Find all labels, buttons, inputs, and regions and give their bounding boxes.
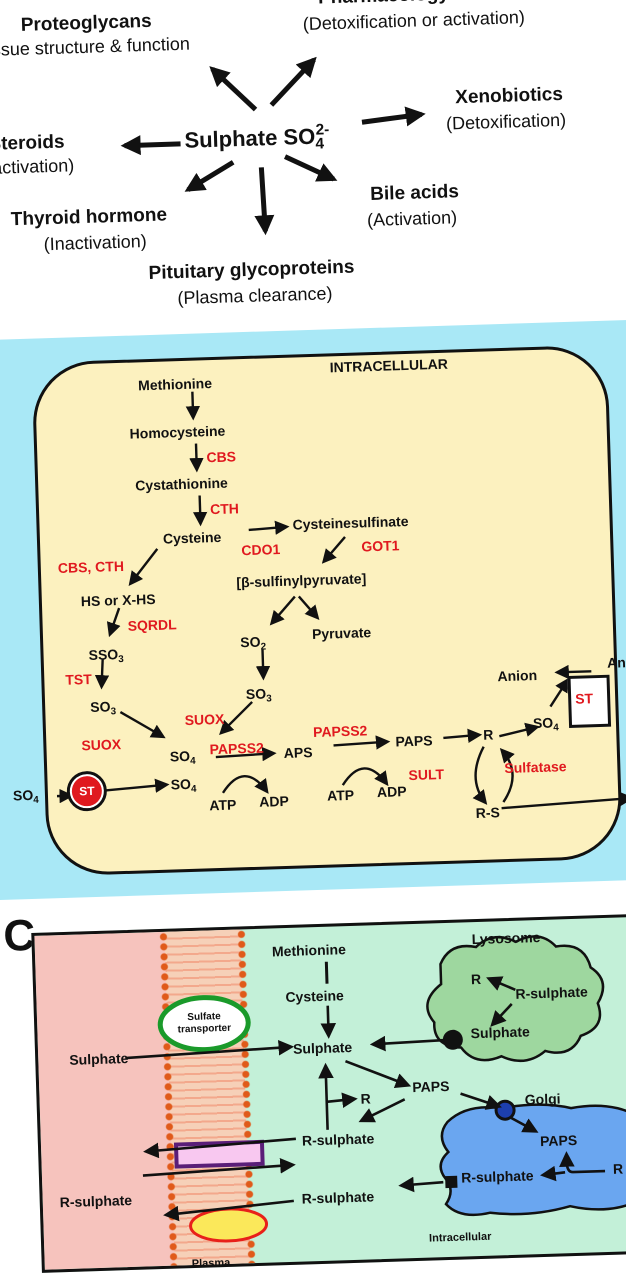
arrow-paps-golgi <box>461 1092 499 1107</box>
c-r-sulphate-mid: R-sulphate <box>302 1130 375 1148</box>
arrow-cys-sulphate <box>328 1006 329 1036</box>
c-lys-sulphate: Sulphate <box>470 1023 530 1041</box>
c-transporter: Sulfate transporter <box>172 1011 237 1037</box>
c-cysteine: Cysteine <box>285 987 344 1005</box>
arrow-sulphate-paps <box>345 1059 408 1087</box>
line-met-cys <box>326 962 327 984</box>
golgi-exit-pore <box>445 1176 457 1188</box>
arrow-lys-sulphate <box>373 1040 445 1044</box>
golgi-shape <box>439 1101 626 1216</box>
c-lysosome: Lysosome <box>471 929 540 947</box>
c-methionine: Methionine <box>272 941 346 959</box>
c-intracellular: Intracellular <box>429 1231 492 1245</box>
c-golgi-r: R <box>613 1161 624 1177</box>
r-sulphate-transporter <box>190 1208 267 1242</box>
arrow-up-r <box>327 1099 355 1102</box>
golgi-pore <box>496 1101 515 1120</box>
c-sulphate-in: Sulphate <box>293 1039 353 1057</box>
c-paps: PAPS <box>412 1078 450 1095</box>
c-r: R <box>360 1090 371 1106</box>
arrow-golgi-out <box>401 1182 443 1185</box>
c-plasma: Plasma <box>192 1257 231 1270</box>
c-lys-rsulphate: R-sulphate <box>515 984 588 1002</box>
c-golgi-rsulphate: R-sulphate <box>461 1167 534 1185</box>
c-sulphate-out: Sulphate <box>69 1050 129 1068</box>
c-golgi: Golgi <box>525 1090 561 1107</box>
c-r-sulphate-out: R-sulphate <box>60 1192 133 1210</box>
c-r-sulphate-low: R-sulphate <box>302 1188 375 1206</box>
c-lys-r: R <box>471 971 482 987</box>
arrow-rsulph-sulph <box>326 1066 328 1130</box>
c-golgi-paps: PAPS <box>540 1132 578 1149</box>
panel-c: C <box>0 0 606 10</box>
